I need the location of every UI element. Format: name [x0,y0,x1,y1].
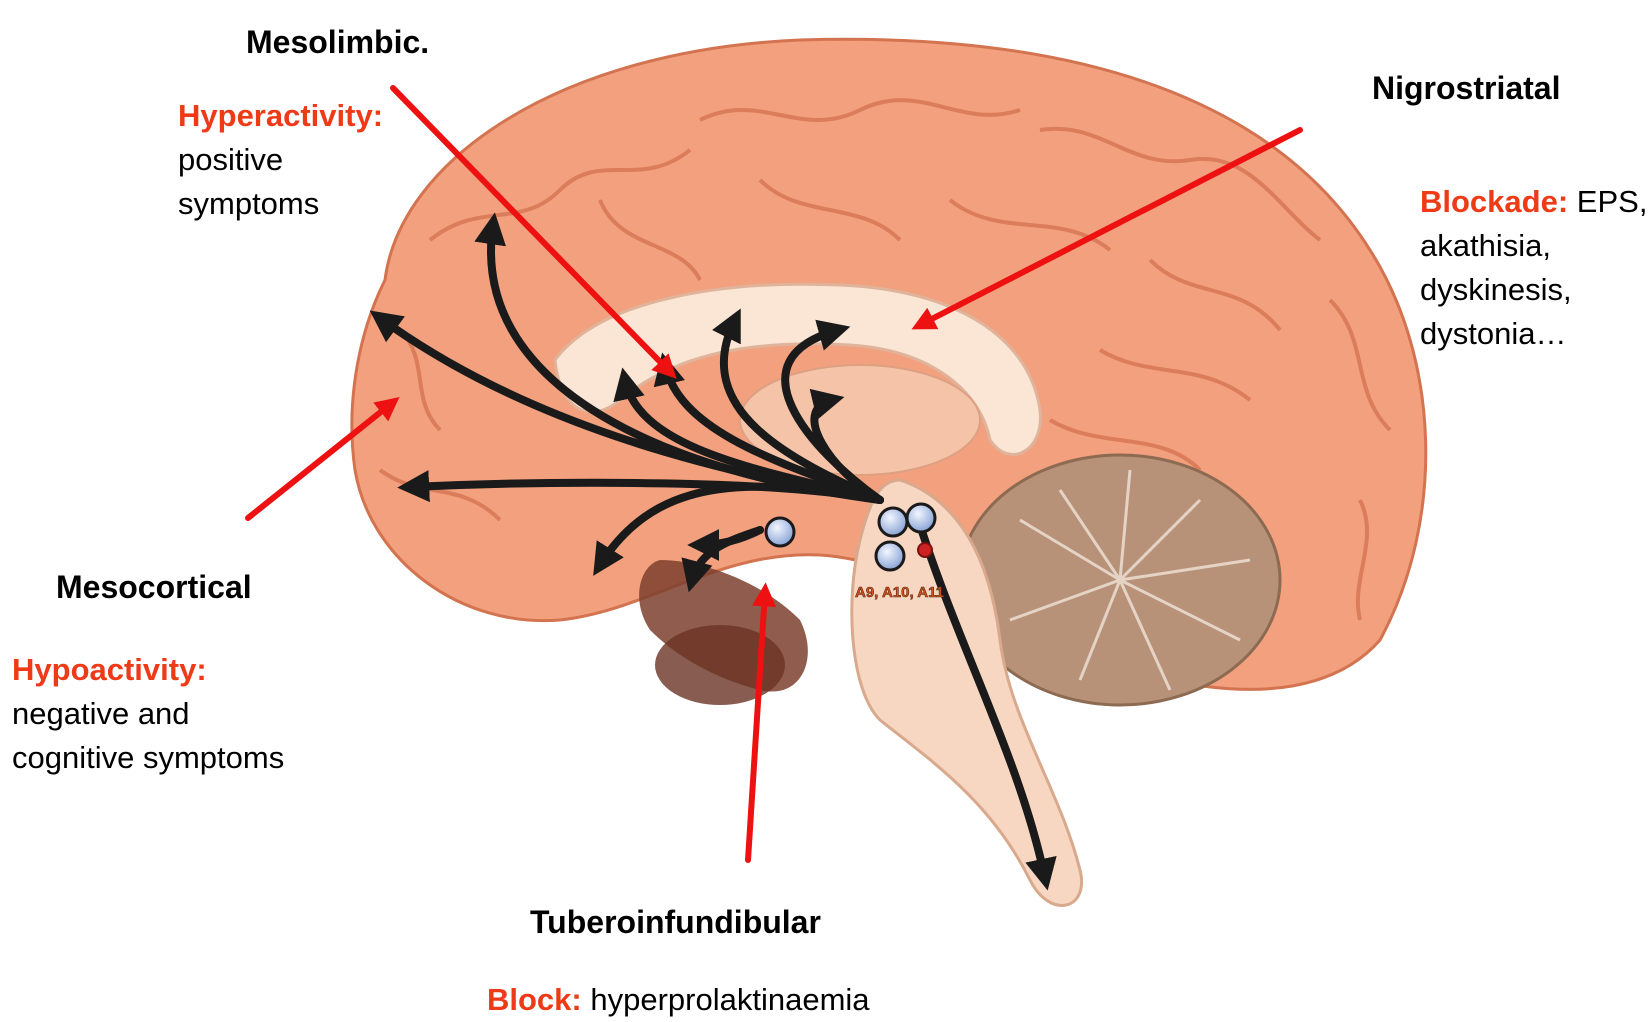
mesolimbic-title: Mesolimbic. [246,20,429,64]
nigrostriatal-line4: dystonia… [1420,312,1566,356]
mesocortical-title: Mesocortical [56,565,252,609]
nucleus-dot [876,542,904,570]
tuberoinfundibular-effect: Block: [487,982,582,1017]
mesocortical-line2: cognitive symptoms [12,736,284,780]
pituitary [655,625,785,705]
tuberoinfundibular-tail: hyperprolaktinaemia [582,982,870,1017]
tuberoinfundibular-title: Tuberoinfundibular [530,900,821,944]
nucleus-dot [766,518,794,546]
mesocortical-effect: Hypoactivity: [12,648,207,692]
nigrostriatal-line1: Blockade: EPS, [1420,180,1647,224]
nucleus-dot [907,504,935,532]
mesocortical-line1: negative and [12,692,190,736]
mesolimbic-line2: symptoms [178,182,319,226]
nucleus-red-dot [918,543,932,557]
nigrostriatal-title: Nigrostriatal [1372,66,1560,110]
nuclei-label: A9, A10, A11 [855,584,944,601]
tuberoinfundibular-line: Block: hyperprolaktinaemia [487,978,870,1022]
mesolimbic-effect: Hyperactivity: [178,94,383,138]
nigrostriatal-line3: dyskinesis, [1420,268,1572,312]
nigrostriatal-line2: akathisia, [1420,224,1551,268]
nucleus-dot [879,508,907,536]
mesolimbic-line1: positive [178,138,283,182]
nigrostriatal-effect: Blockade: [1420,184,1568,219]
nigrostriatal-tail: EPS, [1568,184,1647,219]
